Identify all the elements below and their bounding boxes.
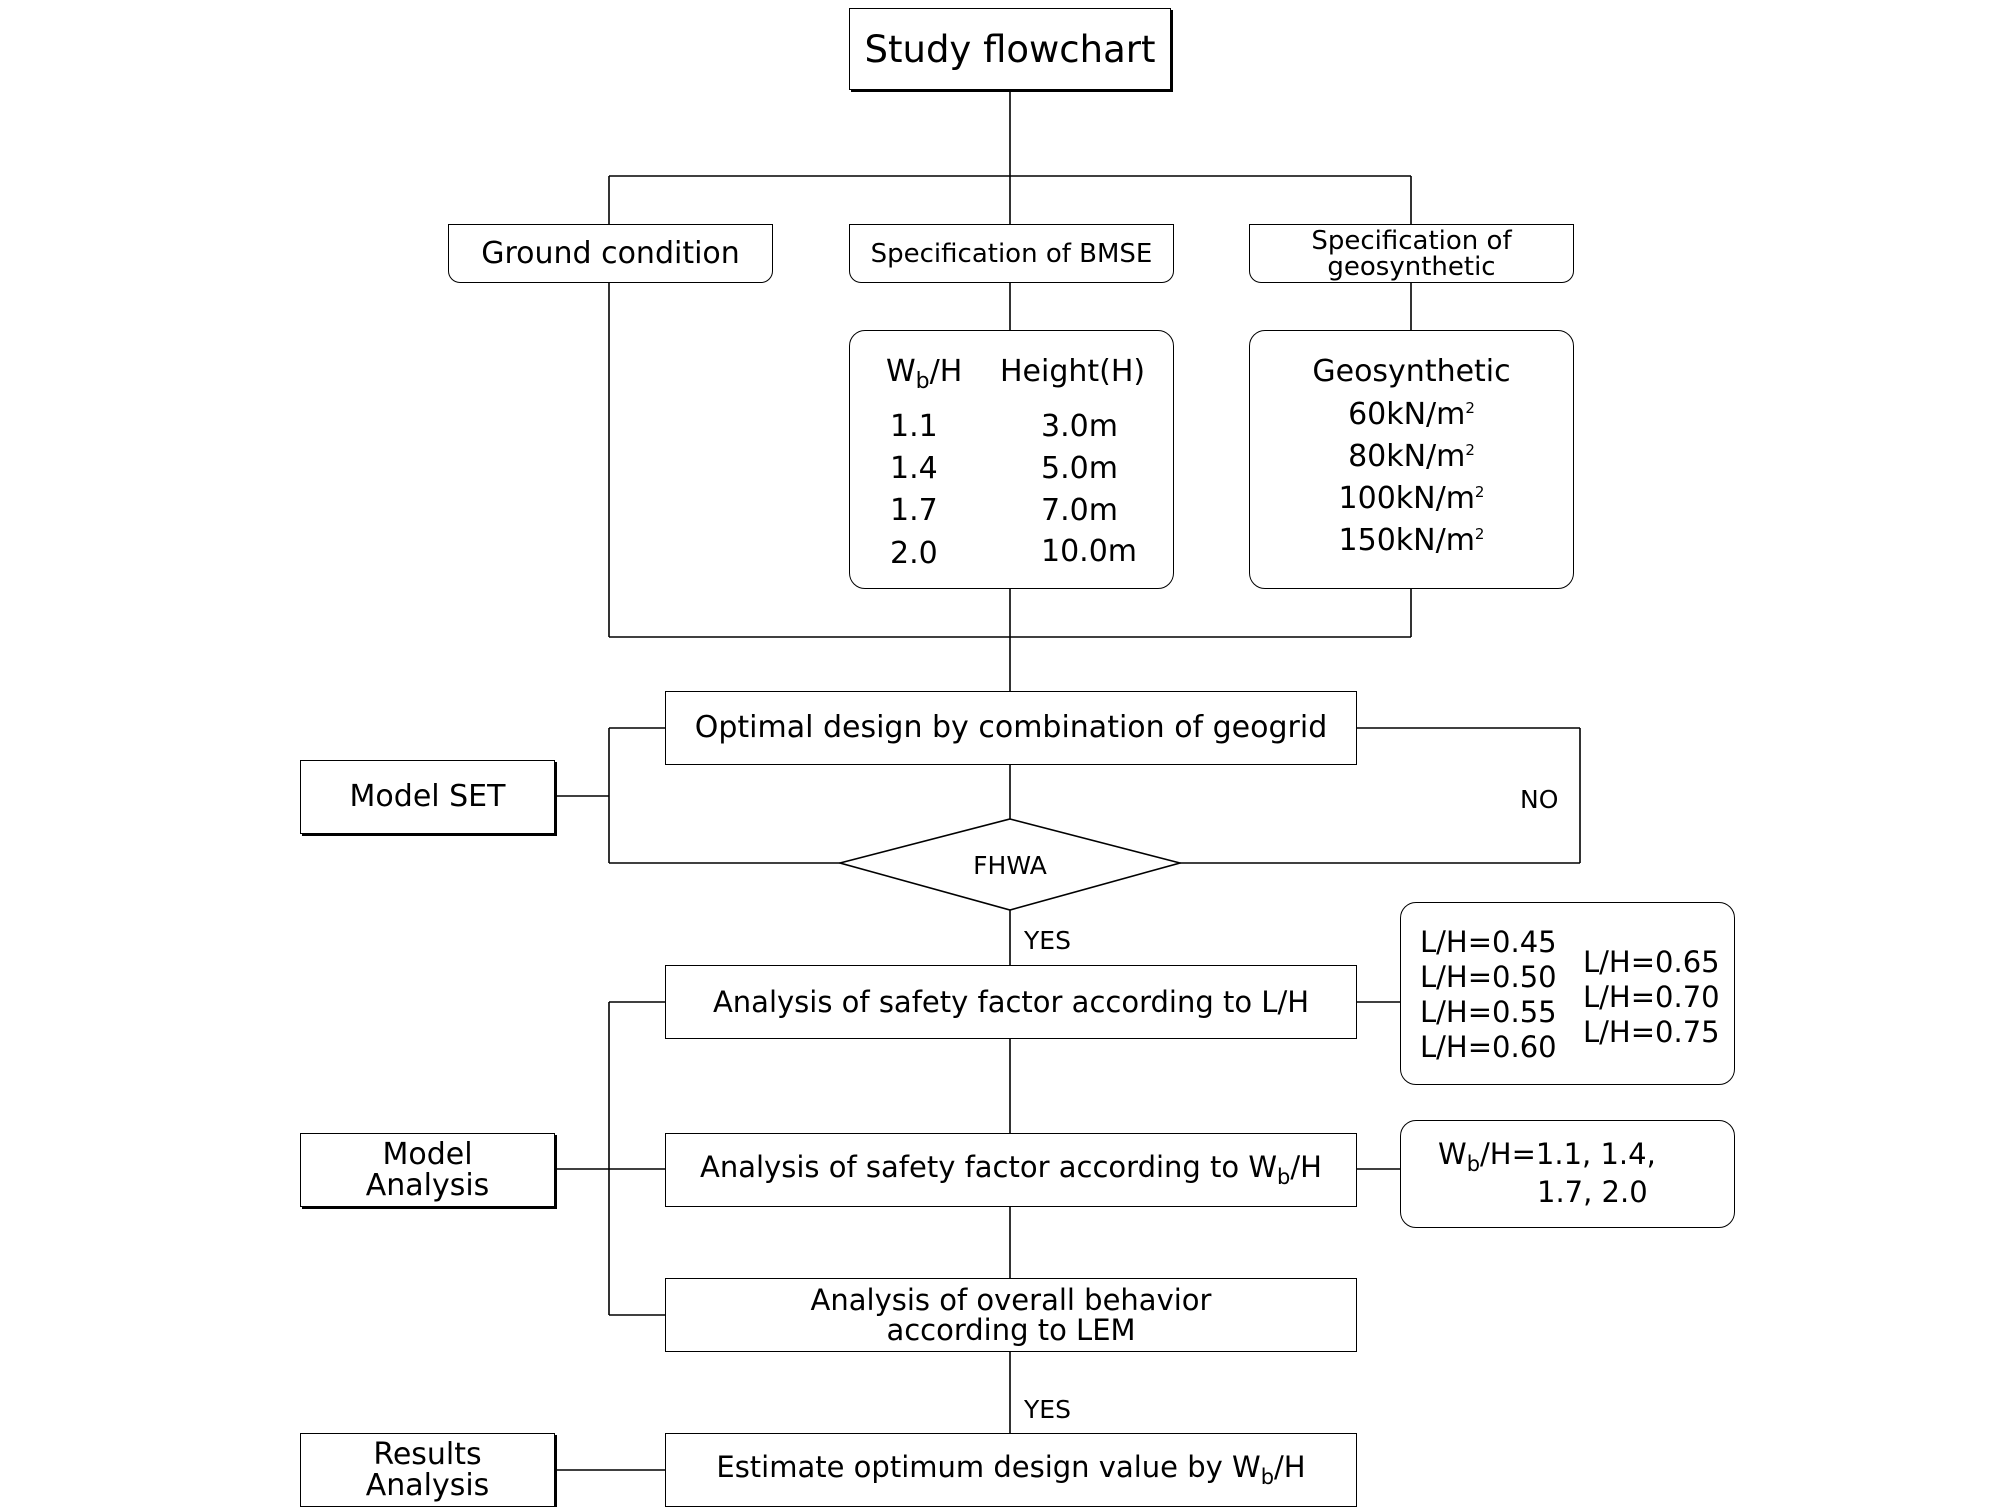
decision-label: FHWA: [973, 851, 1047, 880]
wb-values-line2: 1.7, 2.0: [1537, 1175, 1648, 1209]
analysis-lem-box: Analysis of overall behavior according t…: [665, 1278, 1357, 1352]
analysis-wb-box: Analysis of safety factor according to W…: [665, 1133, 1357, 1207]
analysis-wb-label: Analysis of safety factor according to W…: [700, 1149, 1322, 1189]
ground-condition-label: Ground condition: [481, 235, 740, 271]
bmse-detail-box: [849, 330, 1174, 589]
bmse-spec-label: Specification of BMSE: [870, 238, 1153, 269]
lh-value: L/H=0.45: [1420, 925, 1557, 959]
geosynthetic-spec-label: Specification of geosynthetic: [1311, 225, 1512, 282]
geosynthetic-value: 80kN/m2: [1348, 439, 1475, 474]
height-value: 10.0m: [1041, 534, 1138, 569]
model-analysis-box: Model Analysis: [300, 1133, 555, 1207]
analysis-lh-box: Analysis of safety factor according to L…: [665, 965, 1357, 1039]
optimal-design-box: Optimal design by combination of geogrid: [665, 691, 1357, 765]
wb-ratio-header: Wb/H: [886, 354, 963, 394]
geosynthetic-spec-box: Specification of geosynthetic: [1249, 224, 1574, 283]
lh-value: L/H=0.75: [1583, 1015, 1720, 1049]
height-value: 7.0m: [1041, 493, 1118, 528]
model-set-box: Model SET: [300, 760, 555, 834]
estimate-label: Estimate optimum design value by Wb/H: [716, 1449, 1306, 1489]
optimal-design-label: Optimal design by combination of geogrid: [694, 710, 1328, 745]
model-analysis-label: Model Analysis: [365, 1136, 490, 1203]
wb-ratio-value: 1.7: [890, 493, 938, 528]
geosynthetic-value: 100kN/m2: [1338, 481, 1485, 516]
analysis-lh-label: Analysis of safety factor according to L…: [712, 984, 1310, 1019]
height-header: Height(H): [1000, 354, 1146, 389]
lh-value: L/H=0.55: [1420, 995, 1557, 1029]
geosynthetic-header: Geosynthetic: [1312, 354, 1511, 389]
geosynthetic-detail-box: [1249, 330, 1574, 589]
geosynthetic-value: 60kN/m2: [1348, 397, 1475, 432]
yes-label: YES: [1024, 926, 1071, 955]
height-value: 3.0m: [1041, 409, 1118, 444]
flowchart-title: Study flowchart: [864, 27, 1156, 71]
wb-ratio-value: 1.4: [890, 451, 938, 486]
lh-value: L/H=0.50: [1420, 960, 1557, 994]
height-value: 5.0m: [1041, 451, 1118, 486]
no-label: NO: [1520, 785, 1559, 814]
yes-label-2: YES: [1024, 1395, 1071, 1424]
model-set-label: Model SET: [349, 779, 506, 814]
geosynthetic-value: 150kN/m2: [1338, 523, 1485, 558]
estimate-box: Estimate optimum design value by Wb/H: [665, 1433, 1357, 1507]
title-box: Study flowchart: [849, 8, 1171, 90]
lh-value: L/H=0.60: [1420, 1030, 1557, 1064]
decision-diamond: [836, 818, 1184, 911]
lh-values-box: [1400, 902, 1735, 1085]
results-analysis-label: Results Analysis: [365, 1436, 490, 1503]
wb-ratio-value: 2.0: [890, 536, 938, 571]
bmse-spec-box: Specification of BMSE: [849, 224, 1174, 283]
lh-value: L/H=0.70: [1583, 980, 1720, 1014]
wb-values-box: [1400, 1120, 1735, 1228]
ground-condition-box: Ground condition: [448, 224, 773, 283]
analysis-lem-label: Analysis of overall behavior according t…: [810, 1282, 1212, 1347]
wb-ratio-value: 1.1: [890, 409, 938, 444]
lh-value: L/H=0.65: [1583, 945, 1720, 979]
wb-values-line1: Wb/H=1.1, 1.4,: [1438, 1137, 1656, 1176]
